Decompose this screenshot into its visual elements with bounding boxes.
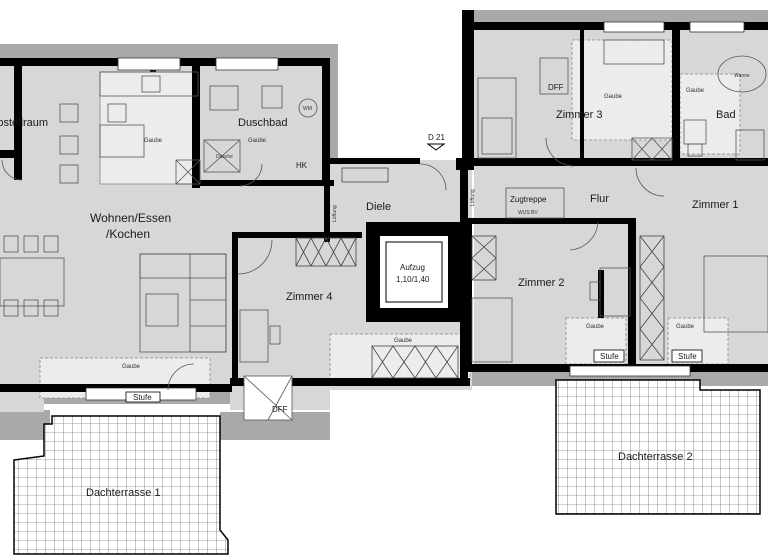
gaube-label: Gaube — [676, 324, 695, 330]
heating-label: HK — [296, 161, 308, 170]
gaube-label: Gaube — [248, 138, 267, 144]
gaube-label: Gaube — [122, 364, 141, 370]
section-marker: D 21 — [426, 133, 446, 151]
gaube-label: Gaube — [586, 324, 605, 330]
gaube-label: Gaube — [144, 138, 163, 144]
attic-stair-label: Zugtreppe — [510, 195, 547, 204]
step-markers — [125, 349, 703, 403]
gaube-label: Gaube — [604, 94, 623, 100]
room-label-abstellraum: Abstellraum — [0, 117, 48, 129]
gaube-label: Gaube — [394, 338, 413, 344]
step-label: Stufe — [678, 352, 697, 361]
shower-label: Dusche — [216, 154, 233, 160]
zimmer3-furniture — [477, 39, 673, 161]
elevator-shaft — [366, 222, 462, 322]
bad-fixtures — [683, 55, 767, 161]
desks — [239, 187, 768, 421]
room-label-zimmer4: Zimmer 4 — [286, 291, 332, 303]
room-label-zimmer2: Zimmer 2 — [518, 277, 564, 289]
section-marker-label: D 21 — [428, 133, 445, 142]
room-label-wohnen-essen: Wohnen/Essen — [90, 211, 171, 225]
room-label-diele: Diele — [366, 201, 391, 213]
room-label-flur: Flur — [590, 193, 609, 205]
room-label-zimmer3: Zimmer 3 — [556, 109, 602, 121]
bathtub-label: Wanne — [734, 73, 750, 79]
gaube-label: Gaube — [686, 88, 705, 94]
ventilation-label: Lüftung — [470, 189, 476, 206]
wardrobes — [295, 167, 665, 379]
elevator-size: 1,10/1,40 — [396, 275, 430, 284]
sofa — [139, 253, 227, 353]
room-label-kochen: /Kochen — [106, 227, 150, 241]
dining-table — [0, 235, 65, 317]
step-label: Stufe — [600, 352, 619, 361]
door-swings — [1, 137, 665, 391]
room-label-dachterrasse1: Dachterrasse 1 — [86, 487, 161, 499]
dachterrasse-1 — [13, 415, 229, 555]
room-label-dachterrasse2: Dachterrasse 2 — [618, 451, 693, 463]
dachterrasse-2 — [555, 379, 761, 515]
room-label-bad: Bad — [716, 109, 736, 121]
duschbad-fixtures — [203, 85, 318, 173]
elevator-label: Aufzug — [400, 263, 425, 272]
room-label-zimmer1: Zimmer 1 — [692, 199, 738, 211]
washer-label: WM — [303, 106, 312, 112]
dff-label: DFF — [272, 405, 288, 414]
ventilation-label: Lüftung — [332, 205, 338, 222]
kitchen-unit — [59, 71, 201, 185]
room-label-duschbad: Duschbad — [238, 117, 288, 129]
wus-bv-label: WUS BV — [518, 210, 538, 216]
step-label: Stufe — [133, 393, 152, 402]
dff-label: DFF — [548, 83, 564, 92]
